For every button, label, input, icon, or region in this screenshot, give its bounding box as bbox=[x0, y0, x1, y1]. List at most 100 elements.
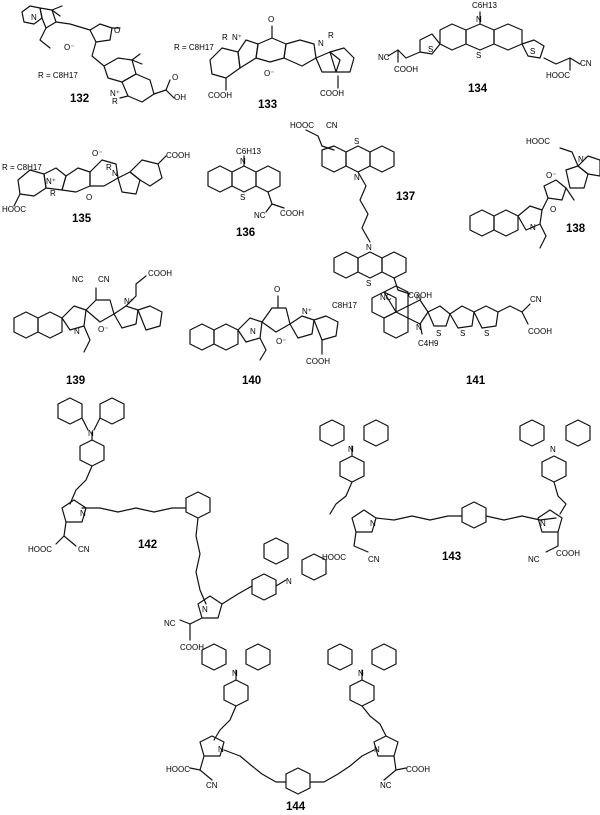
n-137-bottom: N bbox=[366, 243, 372, 252]
cn-142: CN bbox=[78, 545, 90, 554]
olate-135: O⁻ bbox=[92, 149, 102, 158]
n-142-pyrrole-b: N bbox=[202, 605, 208, 614]
label-139: 139 bbox=[66, 375, 85, 387]
n-143-pyrrole-a: N bbox=[370, 519, 376, 528]
hooc-142: HOOC bbox=[28, 545, 52, 554]
label-142: 142 bbox=[138, 539, 157, 551]
n-135: N bbox=[112, 169, 118, 178]
n-144-tr: N bbox=[358, 669, 364, 678]
nc-136: NC bbox=[254, 211, 266, 220]
ketone-o-132: O bbox=[114, 26, 120, 35]
n-144-tl: N bbox=[232, 669, 238, 678]
cn-141: CN bbox=[530, 295, 542, 304]
structure-132: N O O⁻ N⁺ R O OH R = C8H17 132 bbox=[21, 5, 186, 106]
cooh-136: COOH bbox=[280, 209, 304, 218]
n-142-top: N bbox=[88, 429, 94, 438]
cooh-139: COOH bbox=[148, 269, 172, 278]
n-140: N bbox=[250, 327, 256, 336]
olate-133: O⁻ bbox=[264, 69, 274, 78]
r-135-b: R bbox=[106, 163, 112, 172]
octyl-140: C8H17 bbox=[332, 301, 357, 310]
label-140: 140 bbox=[242, 375, 261, 387]
o-138: O bbox=[550, 205, 556, 214]
hexyl-136: C6H13 bbox=[236, 147, 261, 156]
r-def-135: R = C8H17 bbox=[2, 163, 42, 172]
structure-142: N N HOOC CN N N NC COOH 142 bbox=[28, 397, 327, 652]
label-138: 138 bbox=[566, 223, 586, 235]
label-133: 133 bbox=[258, 99, 277, 111]
n-plus-138: N⁺ bbox=[578, 155, 588, 164]
n-143-pyrrole-b: N bbox=[540, 519, 546, 528]
label-141: 141 bbox=[466, 375, 486, 387]
structure-139: NC CN COOH N N⁺ O⁻ 139 bbox=[13, 269, 172, 387]
olate-139: O⁻ bbox=[98, 325, 108, 334]
n-142-pyrrole-a: N bbox=[80, 509, 86, 518]
n-plus-132: N⁺ bbox=[110, 89, 120, 98]
label-132: 132 bbox=[70, 93, 89, 105]
olate-132: O⁻ bbox=[64, 43, 74, 52]
cooh-137: COOH bbox=[408, 291, 432, 300]
nc-144: NC bbox=[380, 781, 392, 790]
n-144-pyrrole-a: N bbox=[218, 745, 224, 754]
structure-140: O C8H17 N N⁺ O⁻ COOH 140 bbox=[189, 285, 357, 387]
n-141-a: N bbox=[416, 293, 422, 302]
nc-142: NC bbox=[164, 619, 176, 628]
cn-143: CN bbox=[368, 555, 380, 564]
n-134: N bbox=[476, 15, 482, 24]
n-plus-140: N⁺ bbox=[302, 307, 312, 316]
nc-143: NC bbox=[528, 555, 540, 564]
hooc-143: HOOC bbox=[322, 553, 346, 562]
n-plus-139: N⁺ bbox=[124, 297, 134, 306]
r-def-132: R = C8H17 bbox=[38, 71, 78, 80]
nc-137: NC bbox=[380, 293, 392, 302]
cn-144: CN bbox=[206, 781, 218, 790]
s-141-a: S bbox=[436, 329, 441, 338]
cooh-133-a: COOH bbox=[208, 91, 232, 100]
n-144-pyrrole-b: N bbox=[374, 745, 380, 754]
hooc-135: HOOC bbox=[2, 205, 26, 214]
oh-132: OH bbox=[174, 93, 186, 102]
nc-139: NC bbox=[72, 275, 84, 284]
s-137-bottom: S bbox=[366, 279, 371, 288]
n-143-tr: N bbox=[550, 445, 556, 454]
n-136: N bbox=[240, 157, 246, 166]
n-plus-133: N⁺ bbox=[232, 33, 242, 42]
cooh-140: COOH bbox=[306, 357, 330, 366]
hooc-144: HOOC bbox=[166, 765, 190, 774]
label-144: 144 bbox=[286, 801, 306, 813]
structure-136: C6H13 N S NC COOH 136 bbox=[207, 147, 304, 239]
n-138: N bbox=[530, 223, 536, 232]
hooc-138: HOOC bbox=[526, 137, 550, 146]
olate-138: O⁻ bbox=[546, 171, 556, 180]
structure-138: HOOC O⁻ N⁺ O N 138 bbox=[469, 137, 600, 249]
s-134-b: S bbox=[530, 47, 535, 56]
label-136: 136 bbox=[236, 227, 255, 239]
label-134: 134 bbox=[468, 83, 488, 95]
s-137-top: S bbox=[354, 137, 359, 146]
cn-134: CN bbox=[580, 59, 592, 68]
structure-144: N N N N HOOC CN NC COOH 144 bbox=[166, 643, 430, 813]
o-133: O bbox=[268, 15, 274, 24]
butyl-141: C4H9 bbox=[418, 339, 439, 348]
label-135: 135 bbox=[72, 213, 92, 225]
structure-141: N N C4H9 S S S CN COOH 141 bbox=[371, 285, 552, 387]
n-137-top: N bbox=[354, 173, 360, 182]
structure-134: C6H13 N S S S NC COOH HOOC CN 134 bbox=[378, 1, 592, 95]
n-143-tl: N bbox=[348, 445, 354, 454]
label-143: 143 bbox=[442, 551, 461, 563]
nc-134: NC bbox=[378, 53, 390, 62]
cooh-144: COOH bbox=[406, 765, 430, 774]
cooh-133-b: COOH bbox=[320, 89, 344, 98]
r-135-a: R bbox=[50, 189, 56, 198]
s-134-a: S bbox=[428, 45, 433, 54]
label-137: 137 bbox=[396, 191, 415, 203]
cooh-135: COOH bbox=[166, 151, 190, 160]
structure-137: HOOC CN S N N S NC COOH 137 bbox=[290, 121, 432, 302]
s-134-core: S bbox=[476, 51, 481, 60]
n-142-bottom: N bbox=[286, 577, 292, 586]
hooc-134: HOOC bbox=[546, 71, 570, 80]
hooc-137: HOOC bbox=[290, 121, 314, 130]
n-139: N bbox=[74, 327, 80, 336]
s-136: S bbox=[240, 193, 245, 202]
